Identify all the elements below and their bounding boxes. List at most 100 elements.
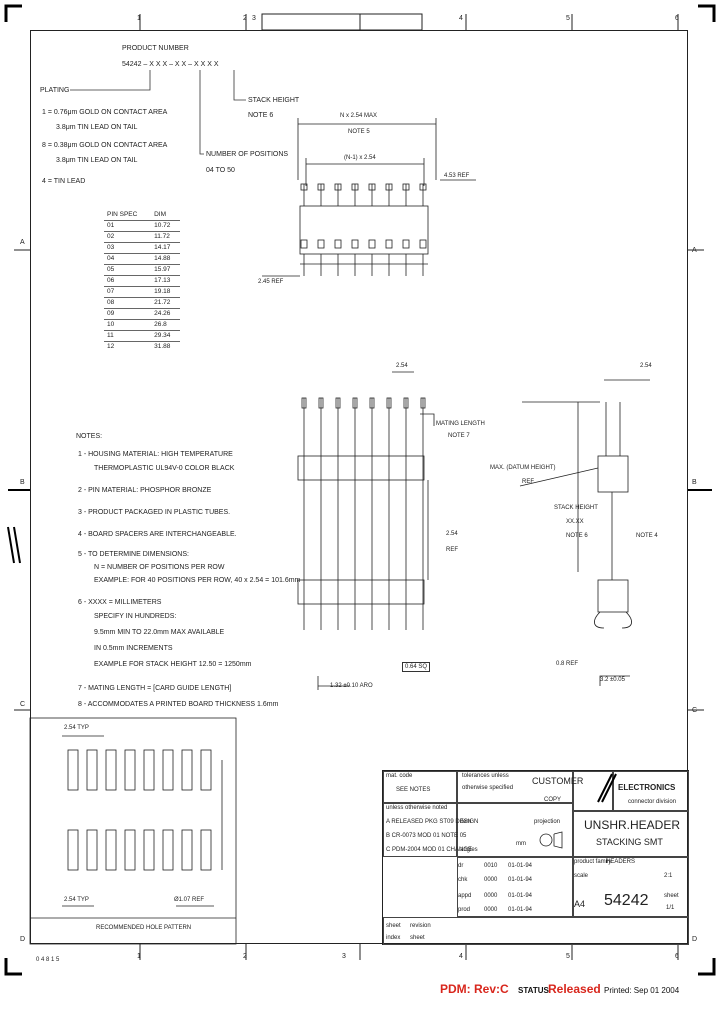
customer-copy-cell xyxy=(573,771,613,811)
hole-pad-top xyxy=(105,749,117,791)
stack-height-note: NOTE 6 xyxy=(248,112,274,119)
company-logo xyxy=(597,773,617,803)
border-letter: D xyxy=(692,936,698,943)
note-item: 7 - MATING LENGTH = [CARD GUIDE LENGTH] xyxy=(78,685,232,692)
revision-row: A RELEASED PKG ST09 DESIGN xyxy=(386,819,479,825)
status-label: STATUS xyxy=(518,986,549,995)
top-view-pin-pad xyxy=(419,239,427,249)
table-cell: 31.88 xyxy=(151,341,180,352)
notes-label: NOTES: xyxy=(76,433,103,440)
bottom-left-code: 0 4 8 1 5 xyxy=(36,957,60,963)
hole-pad-top xyxy=(67,749,79,791)
plating-label: PLATING xyxy=(40,87,70,94)
note-item: SPECIFY IN HUNDREDS: xyxy=(94,613,177,620)
hole-pad-bottom xyxy=(181,829,193,871)
hole-pad-top xyxy=(200,749,212,791)
footer-revision: revision xyxy=(410,923,431,929)
pin-ref-dim: 2.54 xyxy=(446,531,458,537)
table-cell: 14.88 xyxy=(151,253,180,265)
material-code-value: SEE NOTES xyxy=(396,787,431,793)
table-cell: 06 xyxy=(104,275,152,287)
approval-row: 0000 xyxy=(484,907,498,913)
side-view-pin-tip xyxy=(352,397,358,409)
part-number: 54242 xyxy=(604,892,649,909)
plating-option: 8 = 0.38μm GOLD ON CONTACT AREA xyxy=(42,142,168,149)
footer-sheet: sheet xyxy=(386,923,401,929)
stack-height-value: XX.XX xyxy=(566,519,584,525)
product-family-label: product family xyxy=(574,859,612,865)
footer-sheet2: sheet xyxy=(410,935,425,941)
table-cell: 17.13 xyxy=(151,275,180,287)
top-view-pin-tip xyxy=(368,183,376,191)
border-number-bottom: 3 xyxy=(342,953,346,960)
tolerance-label: otherwise specified xyxy=(462,785,514,791)
top-view-pin-pad xyxy=(402,239,410,249)
table-cell: 04 xyxy=(104,253,152,265)
part-number-cell xyxy=(573,857,689,917)
top-view-pin-tip xyxy=(334,183,342,191)
hole-pad-bottom xyxy=(86,829,98,871)
top-view-pin-tip xyxy=(385,183,393,191)
revision-row: C PDM-2004 MOD 01 CHANGE xyxy=(386,847,473,853)
border-number-bottom: 2 xyxy=(243,953,247,960)
item-label: item xyxy=(460,819,472,825)
hole-pad-top xyxy=(124,749,136,791)
company-cell xyxy=(613,771,689,811)
note-item: 9.5mm MIN TO 22.0mm MAX AVAILABLE xyxy=(94,629,225,636)
note-item: IN 0.5mm INCREMENTS xyxy=(94,645,173,652)
customer-copy: CUSTOMER xyxy=(532,776,584,786)
table-cell: 26.8 xyxy=(151,319,180,331)
border-letter: D xyxy=(20,936,26,943)
material-cell xyxy=(383,771,457,803)
dim-pitch-total: (N-1) x 2.54 xyxy=(344,155,376,161)
approval-row: 0010 xyxy=(484,863,498,869)
table-cell: 14.17 xyxy=(151,242,180,254)
hole-pad-bottom xyxy=(143,829,155,871)
hole-pad-top xyxy=(86,749,98,791)
plating-option: 4 = TIN LEAD xyxy=(42,178,86,185)
note-item: 2 - PIN MATERIAL: PHOSPHOR BRONZE xyxy=(78,487,212,494)
plating-option: 3.8μm TIN LEAD ON TAIL xyxy=(56,124,138,131)
border-number-top: 3 xyxy=(252,15,256,22)
note-item: 8 - ACCOMMODATES A PRINTED BOARD THICKNE… xyxy=(78,701,279,708)
note-item: 6 - XXXX = MILLIMETERS xyxy=(78,599,162,606)
hole-pattern-caption: RECOMMENDED HOLE PATTERN xyxy=(96,925,192,931)
top-view-pin-pad xyxy=(334,239,342,249)
table-cell: 07 xyxy=(104,286,152,298)
approval-row: appd xyxy=(458,893,472,899)
hole-dim-bottom-left: 2.54 TYP xyxy=(64,897,89,903)
pcb-dim: 0.8 REF xyxy=(556,661,579,667)
side-view-pin-tip xyxy=(386,397,392,409)
top-view-pin-tip xyxy=(317,183,325,191)
table-cell: 01 xyxy=(104,220,152,232)
table-cell: 29.34 xyxy=(151,330,180,342)
border-letter: A xyxy=(692,247,697,254)
positions-label: NUMBER OF POSITIONS xyxy=(206,151,289,158)
mating-datum-label: MAX. (DATUM HEIGHT) xyxy=(490,465,556,471)
top-view-pin-tip xyxy=(351,183,359,191)
projection-cell xyxy=(457,803,573,857)
approval-row: dr xyxy=(458,863,464,869)
hole-pad-bottom xyxy=(200,829,212,871)
top-view-pin-pad xyxy=(317,239,325,249)
table-cell: 12 xyxy=(104,341,152,352)
scale-value: 2:1 xyxy=(664,873,673,879)
unless-noted: unless otherwise noted xyxy=(386,805,448,811)
note-item: 5 - TO DETERMINE DIMENSIONS: xyxy=(78,551,189,558)
hole-pad-top xyxy=(181,749,193,791)
projection-icon xyxy=(539,831,563,849)
approval-row: chk xyxy=(458,877,468,883)
note-item: 3 - PRODUCT PACKAGED IN PLASTIC TUBES. xyxy=(78,509,231,516)
top-view-pin-pad xyxy=(351,239,359,249)
hole-pad-bottom xyxy=(67,829,79,871)
dim-box: 0.64 SQ xyxy=(402,662,431,672)
sheet-label: sheet xyxy=(664,893,679,899)
stack-height-note: NOTE 6 xyxy=(566,533,588,539)
